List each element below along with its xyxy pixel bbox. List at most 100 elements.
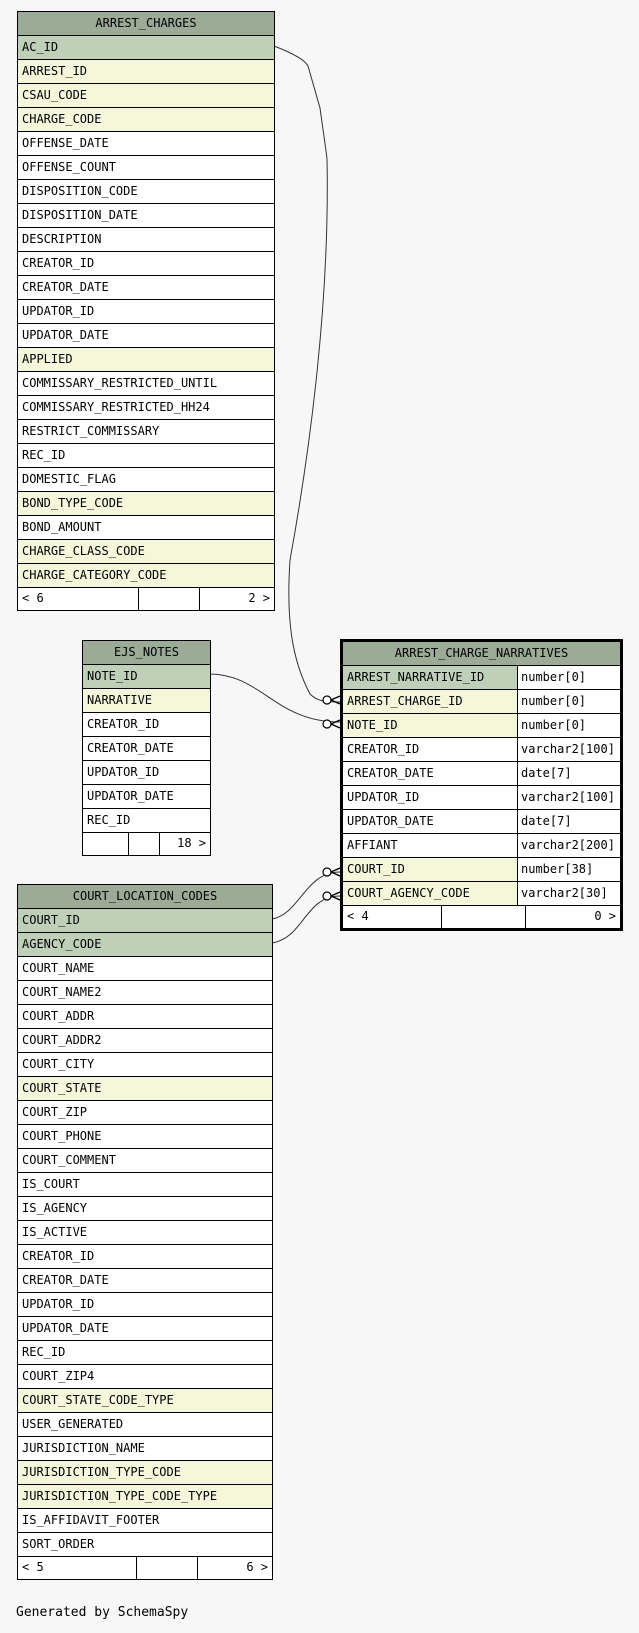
- column-name: JURISDICTION_TYPE_CODE: [22, 1465, 181, 1479]
- table-row[interactable]: COURT_STATE: [18, 1077, 272, 1101]
- table-row[interactable]: DOMESTIC_FLAG: [18, 468, 274, 492]
- table-row[interactable]: UPDATOR_ID: [18, 1293, 272, 1317]
- column-type: varchar2[200]: [517, 834, 620, 857]
- column-name: JURISDICTION_NAME: [22, 1441, 145, 1455]
- table-row[interactable]: COURT_STATE_CODE_TYPE: [18, 1389, 272, 1413]
- table-row[interactable]: OFFENSE_COUNT: [18, 156, 274, 180]
- table-row[interactable]: COURT_NAME2: [18, 981, 272, 1005]
- table-row[interactable]: JURISDICTION_TYPE_CODE_TYPE: [18, 1485, 272, 1509]
- table-row[interactable]: USER_GENERATED: [18, 1413, 272, 1437]
- table-row[interactable]: CREATOR_ID: [18, 252, 274, 276]
- table-row[interactable]: BOND_TYPE_CODE: [18, 492, 274, 516]
- table-row[interactable]: IS_AGENCY: [18, 1197, 272, 1221]
- column-name: DISPOSITION_DATE: [22, 208, 138, 222]
- footer-children-count[interactable]: 0 >: [594, 909, 616, 923]
- table-row[interactable]: DISPOSITION_CODE: [18, 180, 274, 204]
- column-name: CREATOR_ID: [87, 717, 160, 731]
- table-row[interactable]: COURT_ZIP: [18, 1101, 272, 1125]
- table-row[interactable]: CREATOR_DATE: [18, 276, 274, 300]
- table-row[interactable]: UPDATOR_ID: [18, 300, 274, 324]
- table-row[interactable]: OFFENSE_DATE: [18, 132, 274, 156]
- table-row[interactable]: COURT_NAME: [18, 957, 272, 981]
- table-row[interactable]: COURT_ADDR: [18, 1005, 272, 1029]
- table-row[interactable]: CSAU_CODE: [18, 84, 274, 108]
- table-row[interactable]: CREATOR_ID: [18, 1245, 272, 1269]
- relationship-marker-agency-code: [322, 891, 332, 901]
- table-row[interactable]: DISPOSITION_DATE: [18, 204, 274, 228]
- table-row[interactable]: IS_ACTIVE: [18, 1221, 272, 1245]
- footer-parents-count[interactable]: < 4: [347, 909, 369, 923]
- table-row[interactable]: NOTE_ID: [83, 665, 210, 689]
- table-row[interactable]: CREATOR_DATE: [83, 737, 210, 761]
- table-row[interactable]: CREATOR_ID: [83, 713, 210, 737]
- table-row[interactable]: DESCRIPTION: [18, 228, 274, 252]
- table-row[interactable]: REC_ID: [83, 809, 210, 833]
- table-row[interactable]: UPDATOR_ID: [83, 761, 210, 785]
- column-name: IS_AGENCY: [22, 1201, 88, 1215]
- column-name: COURT_NAME: [22, 961, 95, 975]
- table-row[interactable]: IS_COURT: [18, 1173, 272, 1197]
- footer-children-count[interactable]: 2 >: [248, 591, 270, 605]
- column-name: UPDATOR_DATE: [22, 1321, 109, 1335]
- footer-parents-count[interactable]: < 5: [22, 1560, 44, 1574]
- table-row[interactable]: BOND_AMOUNT: [18, 516, 274, 540]
- table-row[interactable]: COURT_ID: [18, 909, 272, 933]
- column-type: date[7]: [517, 810, 620, 833]
- column-name: NOTE_ID: [87, 669, 138, 683]
- table-row[interactable]: APPLIED: [18, 348, 274, 372]
- table-row[interactable]: COMMISSARY_RESTRICTED_HH24: [18, 396, 274, 420]
- footer-children-count[interactable]: 6 >: [246, 1560, 268, 1574]
- table-row[interactable]: CREATOR_DATE: [18, 1269, 272, 1293]
- column-name: IS_AFFIDAVIT_FOOTER: [22, 1513, 160, 1527]
- table-row[interactable]: UPDATOR_DATE: [83, 785, 210, 809]
- column-name: ARREST_ID: [22, 64, 88, 78]
- table-row[interactable]: RESTRICT_COMMISSARY: [18, 420, 274, 444]
- table-row[interactable]: AC_ID: [18, 36, 274, 60]
- table-row[interactable]: UPDATOR_DATE: [18, 1317, 272, 1341]
- table-row[interactable]: ARREST_ID: [18, 60, 274, 84]
- column-name: CREATOR_DATE: [22, 280, 109, 294]
- table-row[interactable]: REC_ID: [18, 1341, 272, 1365]
- footer-parents-count[interactable]: < 6: [22, 591, 44, 605]
- column-name: NOTE_ID: [347, 718, 398, 732]
- table-row[interactable]: COURT_CITY: [18, 1053, 272, 1077]
- column-name: UPDATOR_ID: [347, 790, 420, 804]
- table-row[interactable]: CHARGE_CODE: [18, 108, 274, 132]
- table-row[interactable]: COURT_ZIP4: [18, 1365, 272, 1389]
- table-row[interactable]: COMMISSARY_RESTRICTED_UNTIL: [18, 372, 274, 396]
- table-row[interactable]: JURISDICTION_NAME: [18, 1437, 272, 1461]
- table-row[interactable]: CHARGE_CLASS_CODE: [18, 540, 274, 564]
- table-row[interactable]: CHARGE_CATEGORY_CODE: [18, 564, 274, 588]
- column-name: COURT_NAME2: [22, 985, 102, 999]
- footer-parents-count[interactable]: [83, 833, 128, 855]
- table-row[interactable]: SORT_ORDER: [18, 1533, 272, 1557]
- table-row[interactable]: JURISDICTION_TYPE_CODE: [18, 1461, 272, 1485]
- table-row[interactable]: NARRATIVE: [83, 689, 210, 713]
- table-row[interactable]: IS_AFFIDAVIT_FOOTER: [18, 1509, 272, 1533]
- column-name: CREATOR_DATE: [22, 1273, 109, 1287]
- relationship-line-note-id: [208, 673, 341, 723]
- table-arrest-charge-narratives[interactable]: ARREST_CHARGE_NARRATIVES ARREST_NARRATIV…: [340, 639, 623, 931]
- table-row[interactable]: COURT_ADDR2: [18, 1029, 272, 1053]
- table-row[interactable]: UPDATOR_DATE: [18, 324, 274, 348]
- table-row[interactable]: REC_ID: [18, 444, 274, 468]
- footer-children-count[interactable]: 18 >: [177, 836, 206, 850]
- column-name: BOND_AMOUNT: [22, 520, 102, 534]
- table-row[interactable]: AGENCY_CODE: [18, 933, 272, 957]
- column-name: CHARGE_CODE: [22, 112, 102, 126]
- table-row[interactable]: COURT_COMMENT: [18, 1149, 272, 1173]
- table-row[interactable]: COURT_PHONE: [18, 1125, 272, 1149]
